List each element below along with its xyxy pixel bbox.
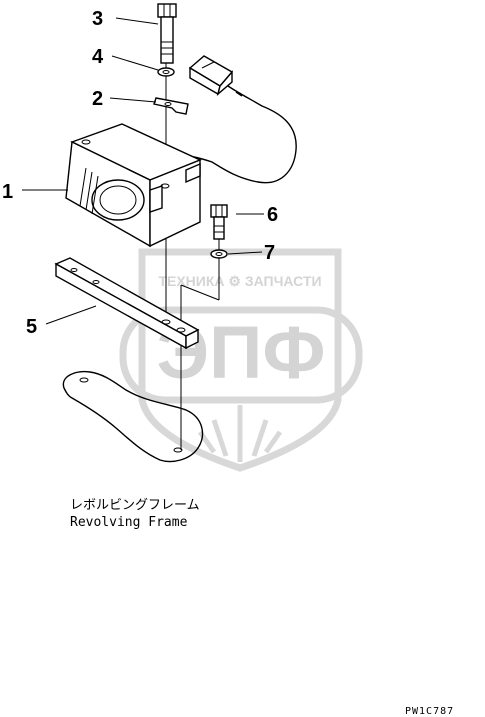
watermark: ТЕХНИКА ⚙ ЗАПЧАСТИ ЭПФ	[119, 248, 363, 472]
watermark-company: ТЕХНИКА ⚙ ЗАПЧАСТИ	[158, 273, 321, 289]
leader-lines	[22, 17, 264, 325]
watermark-logo-frame	[119, 306, 363, 404]
part-2-bracket	[153, 97, 189, 115]
callout-7: 7	[264, 242, 275, 264]
connector-plug	[188, 55, 234, 96]
caption-japanese: レボルビングフレーム	[70, 498, 200, 513]
callout-1: 1	[2, 181, 13, 203]
part-3-bolt	[157, 3, 177, 64]
callout-5: 5	[26, 316, 37, 338]
revolving-frame-outline	[62, 370, 204, 463]
caption-english: Revolving Frame	[70, 515, 188, 530]
part-7-washer	[210, 249, 228, 259]
part-6-bolt	[210, 204, 228, 240]
drawing-code: PW1C787	[405, 706, 454, 717]
callout-4: 4	[92, 46, 104, 68]
cable	[185, 85, 297, 184]
part-1-buzzer-housing	[65, 123, 202, 248]
callout-2: 2	[92, 88, 103, 110]
wheat-icon	[197, 405, 283, 462]
part-5-mounting-bar	[54, 257, 200, 350]
callout-6: 6	[267, 204, 278, 226]
watermark-shield	[138, 248, 342, 472]
part-4-washer	[157, 67, 175, 77]
callout-labels: 3 4 2 1 6 7 5	[2, 8, 278, 338]
callout-3: 3	[92, 8, 103, 30]
